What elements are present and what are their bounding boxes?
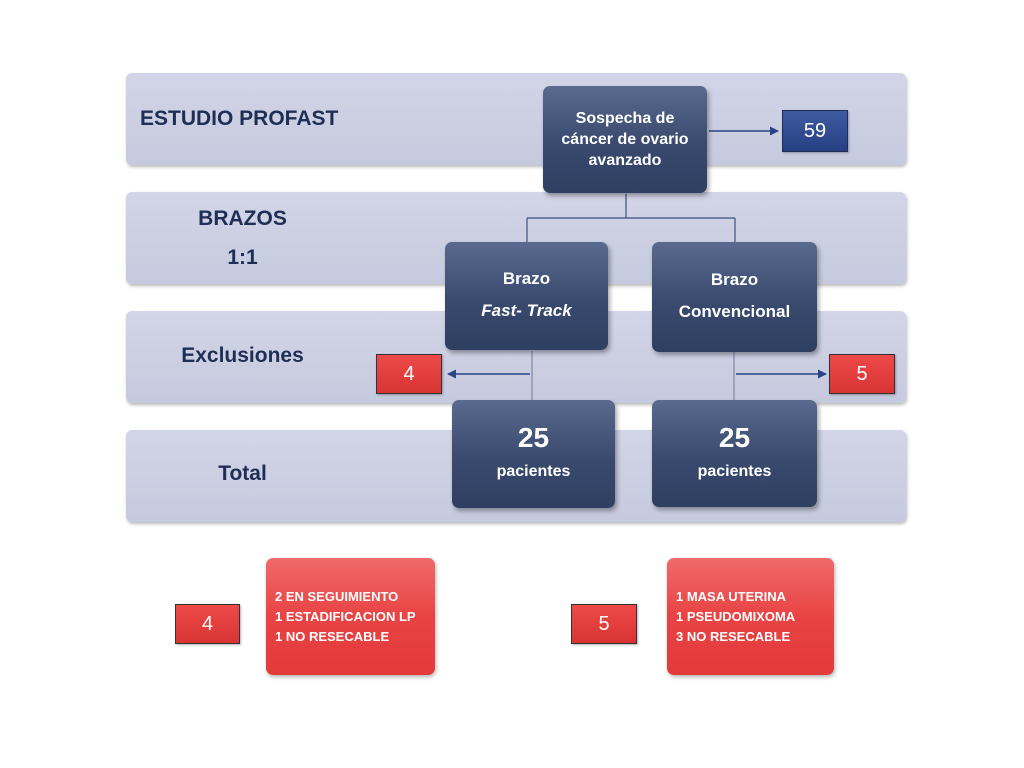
node-total-conventional: 25 pacientes (652, 400, 817, 507)
node-total-fast-track: 25 pacientes (452, 400, 615, 508)
arms-ratio: 1:1 (227, 246, 258, 269)
exclusion-count-conv: 5 (856, 362, 868, 385)
total-fast-unit: pacientes (496, 463, 571, 480)
arm-fast-name: Fast- Track (481, 301, 572, 320)
node-suspicion: Sospecha de cáncer de ovario avanzado (543, 86, 707, 193)
suspicion-line-2: cáncer de ovario (561, 131, 689, 148)
arm-conv-name: Convencional (678, 302, 791, 321)
total-fast-count: 25 (517, 422, 550, 453)
total-title: Total (218, 462, 267, 485)
exclusion-reasons-fast: 2 EN SEGUIMIENTO 1 ESTADIFICACION LP 1 N… (266, 558, 435, 675)
node-arm-conventional: Brazo Convencional (652, 242, 817, 352)
arm-conv-title: Brazo (710, 270, 759, 289)
exclusion-detail-fast-count-box: 4 (175, 604, 240, 644)
reason-fast-1: 2 EN SEGUIMIENTO (275, 588, 399, 604)
total-conv-unit: pacientes (697, 462, 772, 480)
exclusions-title: Exclusiones (181, 344, 304, 367)
reason-conv-2: 1 PSEUDOMIXOMA (676, 608, 796, 624)
screened-count-box: 59 (782, 110, 848, 152)
arms-title: BRAZOS (198, 207, 287, 230)
exclusion-detail-fast-count: 4 (201, 612, 214, 635)
exclusion-count-fast: 4 (403, 362, 415, 385)
band-study (126, 73, 906, 165)
exclusion-count-conv-box: 5 (829, 354, 895, 394)
arm-fast-title: Brazo (502, 269, 551, 288)
exclusion-count-fast-box: 4 (376, 354, 442, 394)
exclusion-reasons-conv: 1 MASA UTERINA 1 PSEUDOMIXOMA 3 NO RESEC… (667, 558, 834, 675)
screened-count: 59 (803, 119, 827, 142)
total-conv-count: 25 (718, 421, 751, 453)
node-arm-fast-track: Brazo Fast- Track (445, 242, 608, 350)
exclusion-detail-conv-count-box: 5 (571, 604, 637, 644)
reason-conv-1: 1 MASA UTERINA (676, 588, 787, 604)
study-title: ESTUDIO PROFAST (140, 107, 339, 130)
reason-conv-3: 3 NO RESECABLE (676, 628, 791, 644)
reason-fast-2: 1 ESTADIFICACION LP (275, 608, 416, 624)
suspicion-line-1: Sospecha de (575, 110, 675, 127)
suspicion-line-3: avanzado (588, 152, 662, 169)
exclusion-detail-conv-count: 5 (598, 612, 610, 635)
reason-fast-3: 1 NO RESECABLE (275, 628, 390, 644)
